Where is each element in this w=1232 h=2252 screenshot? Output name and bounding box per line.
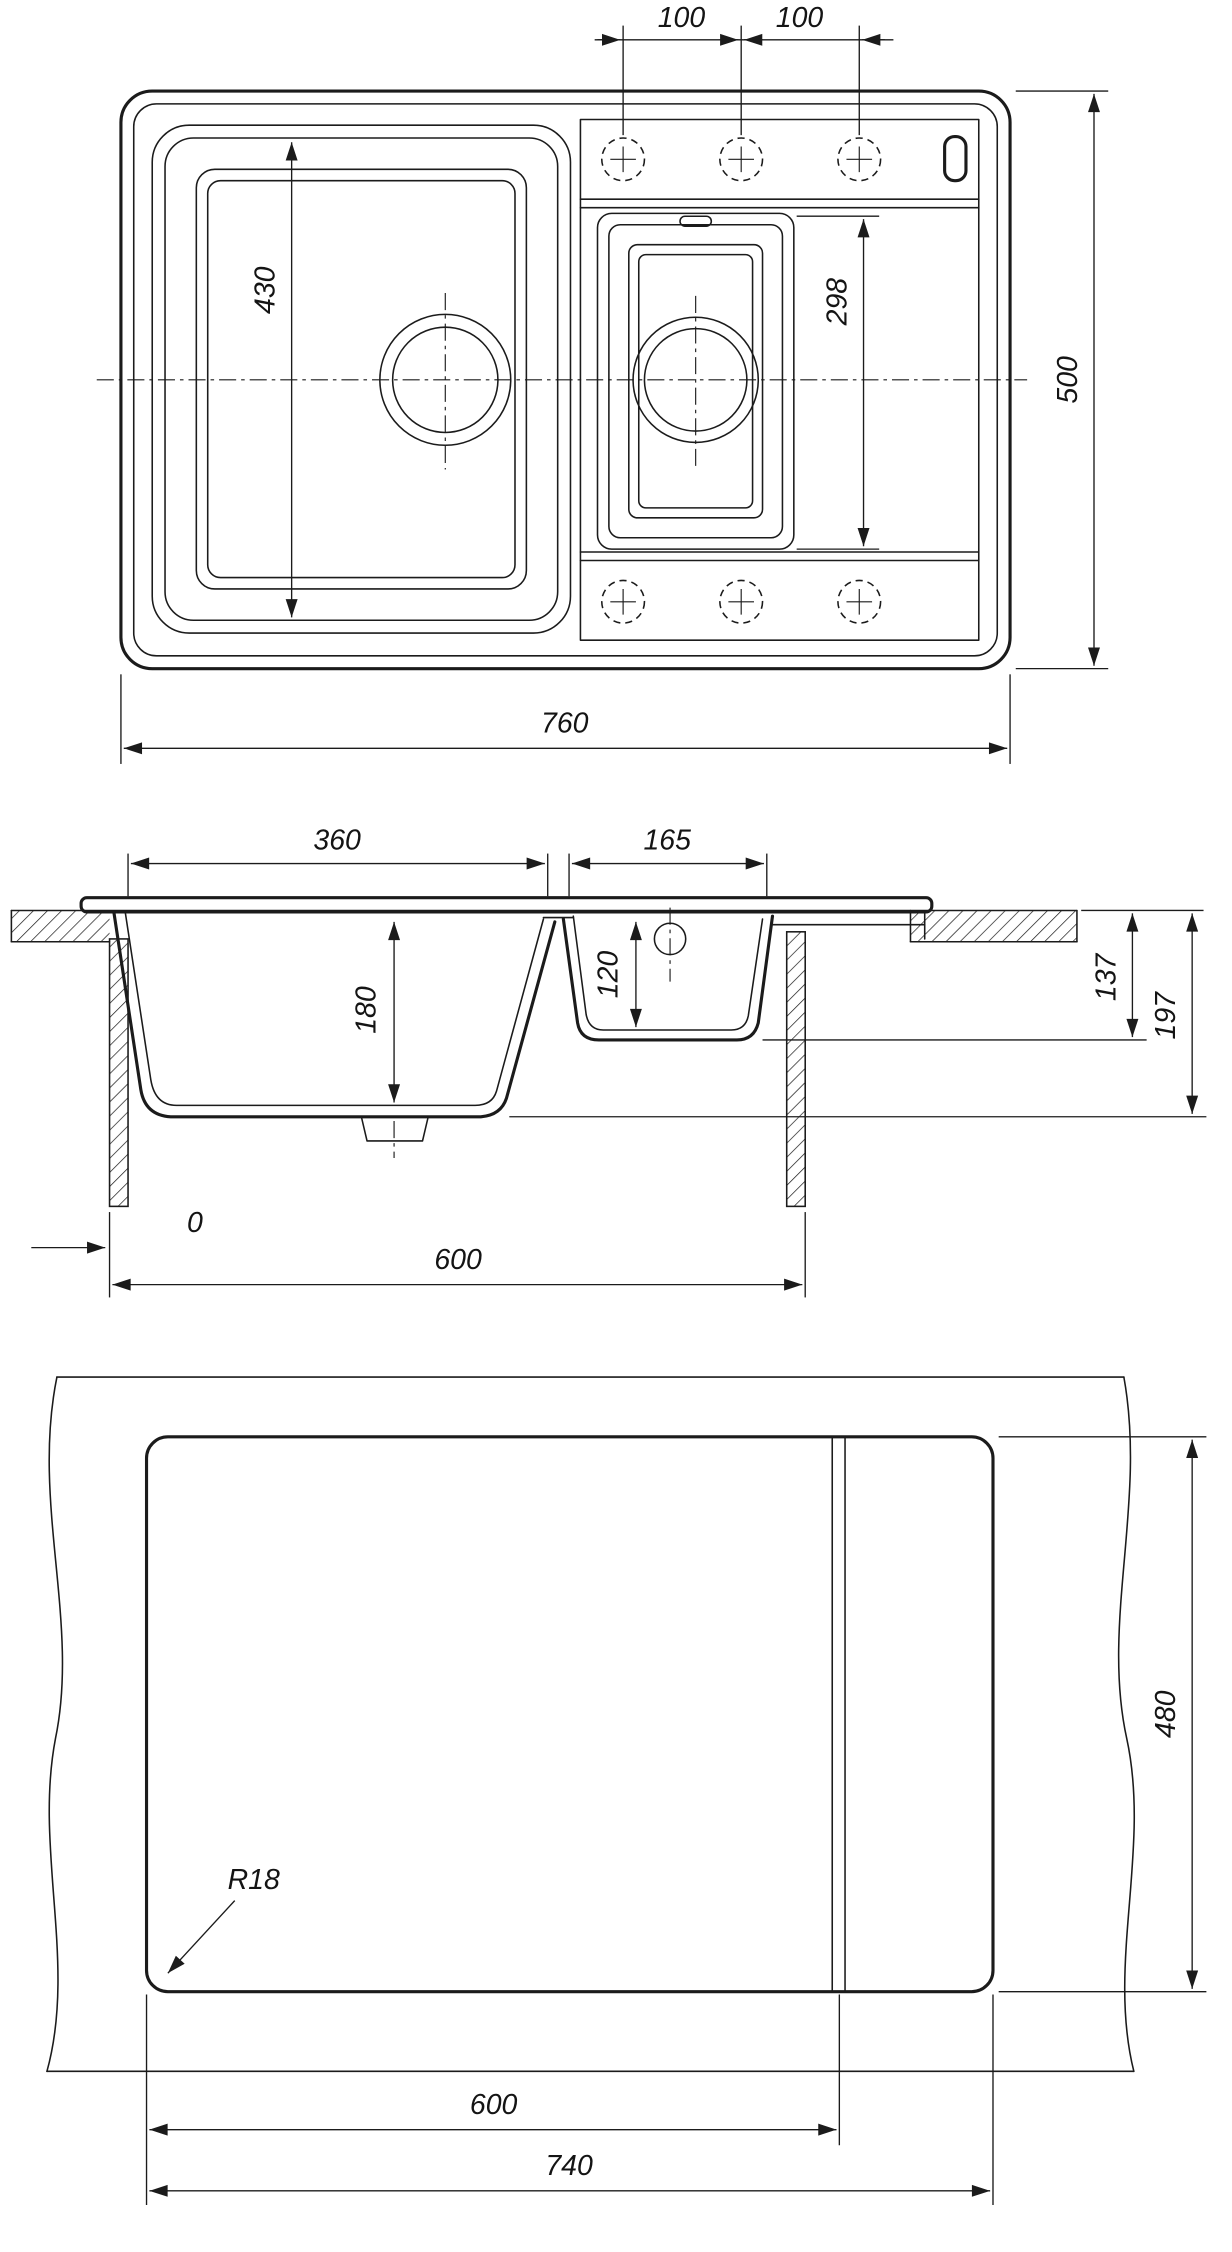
dim-small-bowl-width: 165	[643, 824, 691, 856]
dim-overall-depth: 500	[1052, 356, 1084, 404]
faucet-hole-section	[653, 907, 687, 982]
countertop-panel	[46, 1376, 1135, 2073]
dim-edge-offset: 0	[187, 1207, 203, 1239]
dim-corner-radius: R18	[228, 1864, 280, 1896]
dim-tap-spacing-right: 100	[776, 2, 824, 34]
main-bowl-drain	[379, 293, 512, 470]
overflow-slot	[679, 215, 713, 227]
dim-cutout-overall-width: 740	[545, 2150, 593, 2182]
dim-tap-spacing-left: 100	[658, 2, 706, 34]
dim-small-bowl-length: 298	[821, 278, 853, 327]
drain-boss-section	[360, 1115, 429, 1159]
section-dimensions: 360 165 180 120 137 197 0	[31, 824, 1207, 1298]
break-line-left	[46, 1376, 64, 2073]
counter-section-right	[910, 910, 1077, 942]
dim-cutout-depth: 480	[1150, 1690, 1182, 1738]
plan-dimensions: 100 100 430 298 500 760	[120, 2, 1109, 764]
cabinet-walls	[108, 931, 806, 1208]
tap-holes	[600, 135, 968, 624]
break-line-right	[1117, 1376, 1135, 2073]
small-bowl-drain	[632, 295, 760, 467]
main-bowl	[151, 124, 572, 634]
dim-cabinet-width: 600	[434, 1244, 482, 1276]
cutout-dimensions: R18 480 600 740	[145, 1436, 1207, 2206]
dim-main-bowl-depth: 180	[351, 986, 383, 1034]
dispenser-slot	[943, 135, 968, 183]
bowls-section	[112, 910, 926, 1119]
cutout-view: R18 480 600 740	[46, 1376, 1207, 2206]
sink-rim-section	[79, 896, 934, 914]
dim-rim-to-main-bowl-bottom: 197	[1150, 991, 1182, 1040]
counter-section-left	[11, 910, 110, 942]
dim-small-bowl-depth: 120	[592, 951, 624, 999]
dim-cutout-width-to-line: 600	[470, 2089, 518, 2121]
section-view: 360 165 180 120 137 197 0	[10, 824, 1207, 1298]
plan-view: 100 100 430 298 500 760	[96, 2, 1109, 764]
dim-rim-to-small-bowl-bottom: 137	[1090, 952, 1122, 1001]
dim-overall-width: 760	[541, 708, 589, 740]
dim-main-bowl-width: 360	[313, 824, 361, 856]
small-bowl	[596, 212, 795, 550]
dim-main-bowl-length: 430	[250, 266, 282, 314]
cutout-outline	[144, 1435, 995, 1994]
